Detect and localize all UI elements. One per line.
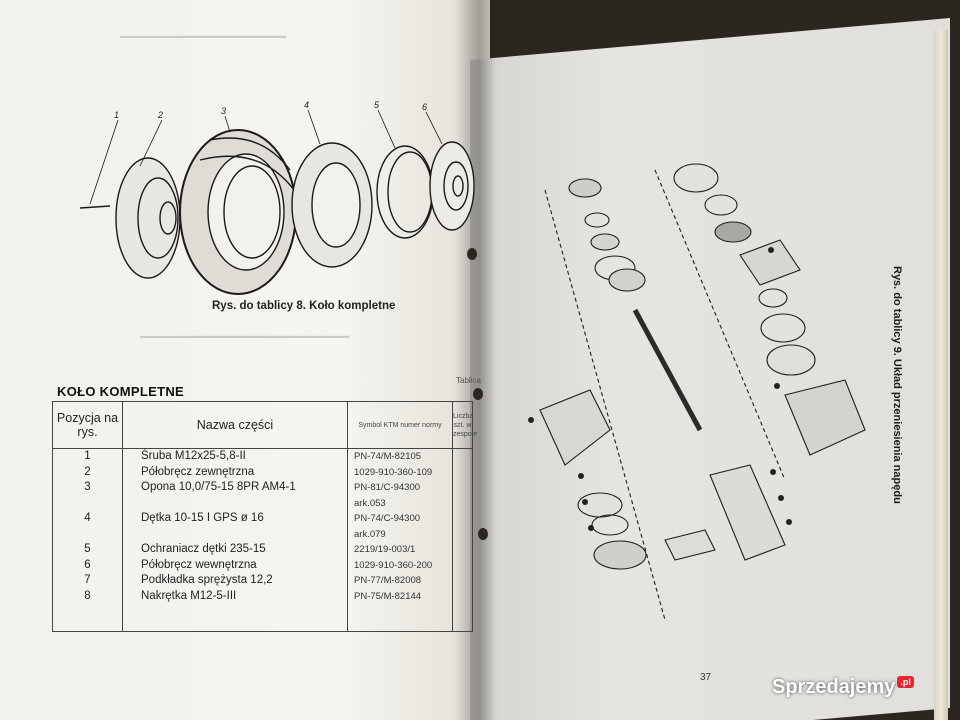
symbol-cell: 2219/19-003/1 (354, 544, 416, 555)
show-through-text: ━━━━━━━━━━━━━━━━━━━━━━━ (120, 30, 287, 44)
inner-rim-half-drawing (429, 141, 475, 231)
parts-table: Pozycja na rys. Nazwa części Symbol KTM … (52, 401, 477, 632)
position-cell: 5 (84, 543, 91, 555)
table-header-row: Pozycja na rys. Nazwa części Symbol KTM … (52, 401, 477, 449)
page-block-edge (934, 29, 948, 720)
assembly-axis-line (544, 189, 666, 621)
symbol-cell: PN-77/M-82008 (354, 575, 422, 586)
watermark-logo: Sprzedajemy.pl (772, 676, 914, 699)
position-cell (53, 496, 122, 512)
symbol-cell: ark.079 (354, 528, 386, 540)
header-symbol: Symbol KTM numer normy (347, 401, 453, 449)
callout-label: 5 (374, 100, 380, 110)
name-cell: Nakrętka M12-5-III (141, 589, 237, 602)
symbol-column: PN-74/M-82105 1029-910-360-109 PN-81/C-9… (347, 448, 453, 632)
name-cell: Półobręcz wewnętrzna (141, 558, 257, 571)
quantity-column (452, 448, 473, 632)
symbol-cell: PN-74/M-82105 (354, 451, 422, 462)
assembly-axis-line (654, 169, 786, 481)
position-cell: 6 (84, 558, 91, 571)
position-column: 1 2 3 4 5 6 7 8 (52, 448, 123, 632)
header-position: Pozycja na rys. (52, 401, 123, 449)
section-title: KOŁO KOMPLETNE (57, 384, 184, 399)
callout-label: 6 (422, 102, 427, 112)
symbol-cell: ark.053 (354, 497, 386, 509)
figure-caption: Rys. do tablicy 8. Koło kompletne (212, 300, 396, 312)
symbol-cell: 1029-910-360-109 (354, 466, 433, 478)
binding-hole (473, 388, 483, 400)
position-cell: 4 (84, 512, 91, 524)
binding-hole (467, 248, 477, 260)
name-cell: Podkładka sprężysta 12,2 (141, 574, 273, 586)
bearing-housing-drawing (739, 239, 801, 286)
position-cell: 3 (84, 481, 91, 493)
table-body-row: 1 2 3 4 5 6 7 8 Śruba M12x25-5,8-II Póło… (52, 448, 473, 632)
bolt-drawing (79, 205, 111, 209)
name-cell: Dętka 10-15 I GPS ø 16 (141, 512, 264, 524)
symbol-cell: PN-74/C-94300 (354, 513, 421, 524)
watermark-text: Sprzedajemy (772, 676, 896, 698)
guard-drawing (539, 389, 611, 466)
page-number: 37 (700, 672, 712, 683)
tube-protector-drawing (376, 145, 434, 239)
table-label: Tablica (456, 376, 481, 385)
position-cell: 7 (84, 574, 91, 586)
header-quantity: Liczba szt. w zespole (452, 401, 477, 449)
name-cell (123, 496, 347, 512)
position-cell: 1 (84, 450, 91, 462)
shaft-tube-drawing (709, 464, 786, 561)
drive-shaft-drawing (632, 308, 703, 432)
symbol-cell: PN-75/M-82144 (354, 590, 422, 602)
drive-train-exploded-drawing (528, 163, 866, 621)
name-cell: Opona 10,0/75-15 8PR AM4-1 (141, 481, 296, 493)
show-through-text: ━━━━━━━━━━━━━━━━━━━━━━━━━━━━━ (140, 330, 350, 344)
name-cell: Półobręcz zewnętrzna (141, 465, 255, 478)
mounting-bracket-drawing (784, 379, 866, 456)
callout-label: 2 (157, 110, 163, 120)
figure-caption: Rys. do tablicy 9. Układ przeniesienia n… (891, 266, 903, 504)
callout-label: 3 (221, 106, 226, 116)
name-column: Śruba M12x25-5,8-II Półobręcz zewnętrzna… (122, 448, 348, 632)
header-name: Nazwa części (122, 401, 348, 449)
position-cell: 2 (84, 465, 91, 478)
symbol-cell: 1029-910-360-200 (354, 559, 433, 571)
callout-label: 4 (304, 100, 309, 110)
watermark-badge: .pl (897, 676, 914, 688)
name-cell (123, 527, 347, 543)
symbol-cell: PN-81/C-94300 (354, 482, 421, 493)
name-cell: Śruba M12x25-5,8-II (141, 450, 246, 462)
position-cell (53, 527, 122, 543)
wheel-exploded-drawing: 1 2 3 4 5 6 (79, 100, 475, 295)
binding-hole (478, 528, 488, 540)
callout-label: 1 (114, 110, 119, 120)
outer-rim-half-drawing (115, 157, 181, 279)
position-cell: 8 (84, 589, 91, 602)
name-cell: Ochraniacz dętki 235-15 (141, 543, 266, 555)
